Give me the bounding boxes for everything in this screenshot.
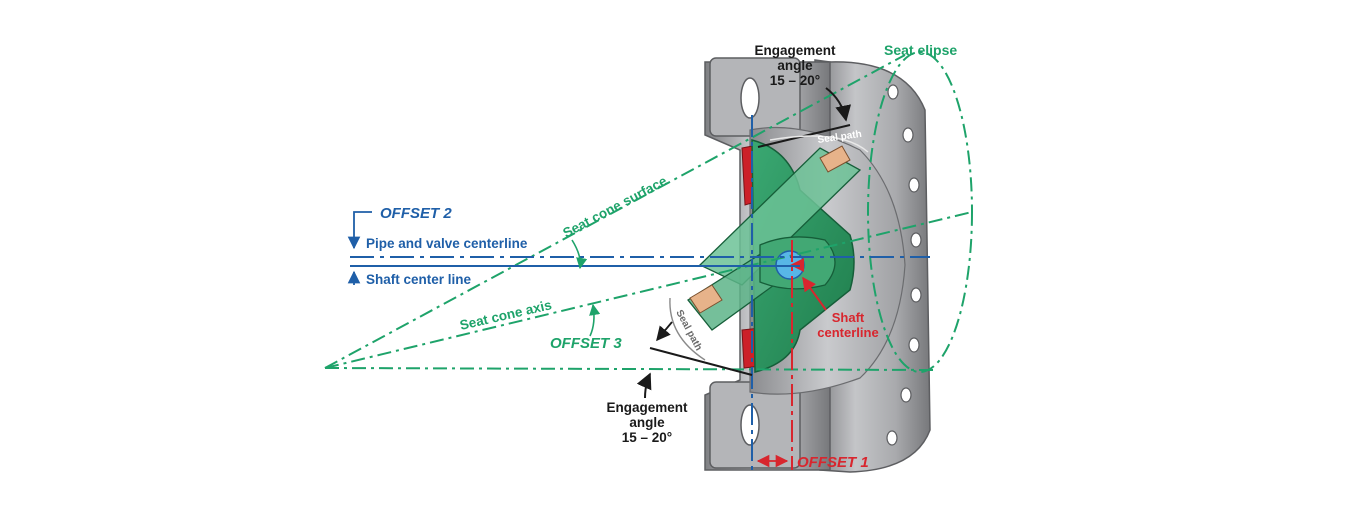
shaft-label-arrow (802, 276, 827, 311)
valve-disc (687, 139, 862, 373)
seat-elipse-label: Seat elipse (884, 42, 957, 58)
shaft-centerline-label: Shaft centerline (817, 310, 878, 340)
flange-bolt-holes (886, 84, 922, 446)
engagement-bottom-line3: 15 – 20° (622, 430, 672, 445)
engagement-arrow-bottom (636, 372, 652, 399)
seal-path-arc-bottom (669, 297, 706, 361)
centerlines (347, 115, 930, 470)
seat-cone-lines (324, 54, 973, 371)
engagement-top-line2: angle (777, 58, 813, 73)
offset2-bracket (347, 211, 372, 250)
bottom-bolt-hole (740, 404, 760, 446)
offset3-label: OFFSET 3 (550, 335, 622, 352)
seat-cone-surface-label: Seat cone surface (560, 173, 670, 241)
seal-segment-upper (819, 145, 851, 173)
shaft-center-line-label: Shaft center line (366, 272, 472, 287)
engagement-top-line3: 15 – 20° (770, 73, 820, 88)
engagement-arrow-top (825, 87, 852, 122)
seat-cone-lower-line (324, 367, 936, 371)
engagement-top-line1: Engagement (754, 43, 836, 58)
engagement-angle-top-label: Engagement angle 15 – 20° (754, 43, 836, 88)
engagement-line-bottom (649, 347, 753, 376)
seat-cone-axis-line (324, 211, 973, 369)
engagement-bottom-line1: Engagement (606, 400, 688, 415)
offset2-label: OFFSET 2 (380, 205, 452, 222)
offset1-label: OFFSET 1 (797, 454, 869, 471)
top-bolt-hole (740, 77, 760, 119)
engagement-bottom-line2: angle (629, 415, 665, 430)
shaft-centerline-line1: Shaft (832, 310, 865, 325)
seal-path-arc-top (769, 135, 869, 153)
engagement-angle-bottom-label: Engagement angle 15 – 20° (606, 400, 688, 445)
shaft-centerline-line2: centerline (817, 325, 878, 340)
pipe-centerline-label: Pipe and valve centerline (366, 236, 528, 251)
seat-cone-surface-line (324, 54, 906, 369)
seat-cone-axis-label: Seat cone axis (458, 297, 553, 333)
seal-segment-lower (689, 284, 723, 314)
seat-ellipse (867, 51, 973, 373)
offset3-arc-lower (589, 303, 601, 337)
seal-path-arrow (656, 321, 673, 342)
offset3-arc-upper (571, 239, 588, 270)
